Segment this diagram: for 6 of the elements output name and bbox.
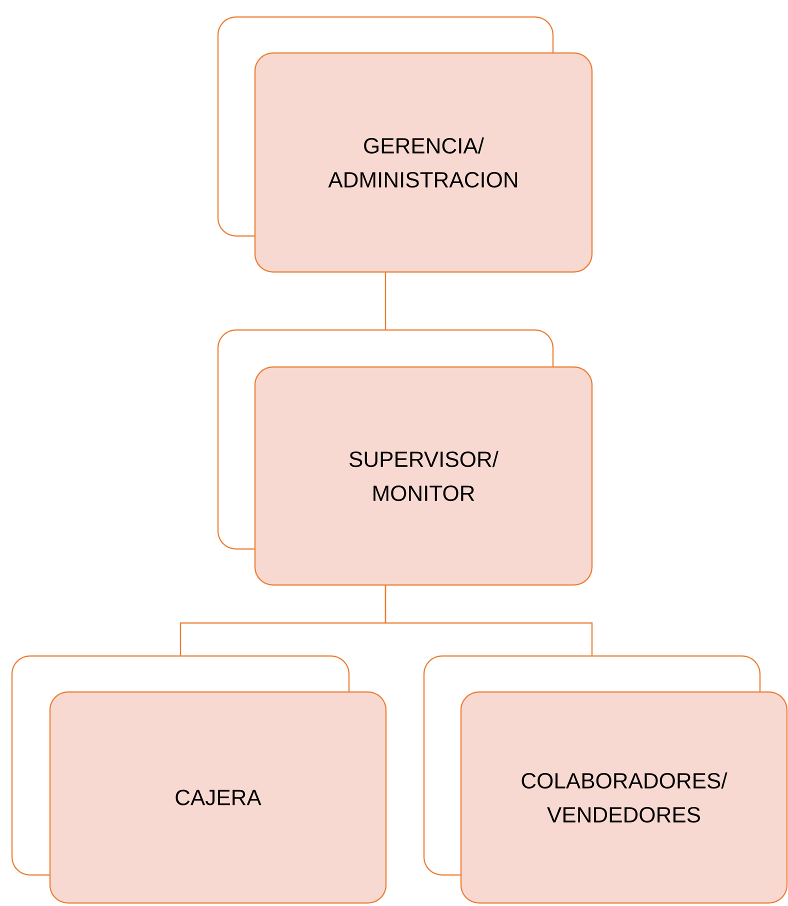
process-box: GERENCIA/ ADMINISTRACION [254, 52, 593, 273]
process-box: CAJERA [49, 691, 387, 904]
connector-line [384, 585, 593, 656]
process-box: COLABORADORES/ VENDEDORES [460, 691, 788, 904]
connector-line [384, 272, 386, 330]
process-box: SUPERVISOR/ MONITOR [254, 366, 593, 586]
